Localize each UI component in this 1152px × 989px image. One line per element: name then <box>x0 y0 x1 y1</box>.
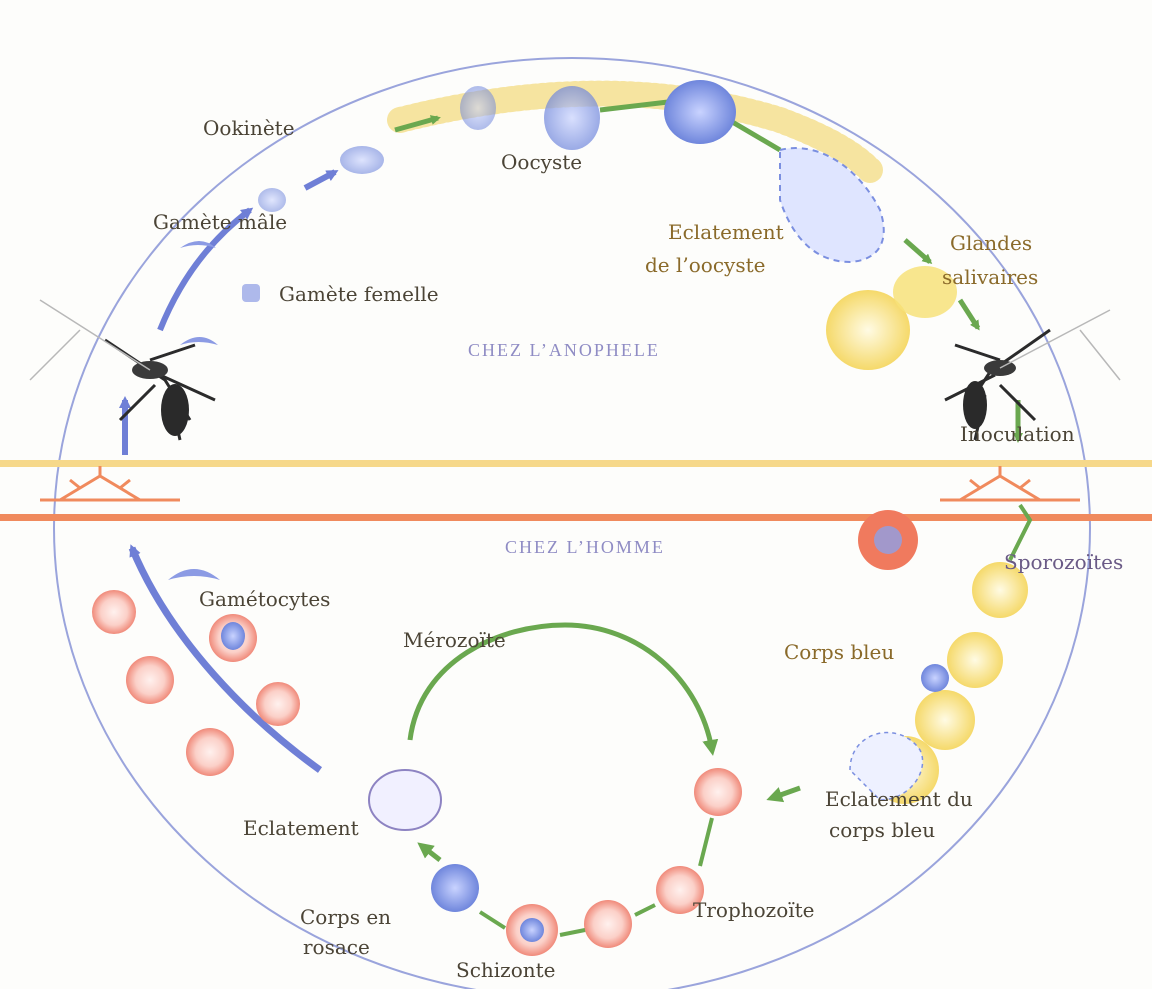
oocyst-large <box>664 80 736 144</box>
label-corps-rosace-1: Corps en <box>300 905 391 929</box>
label-gametocytes: Gamétocytes <box>199 587 330 611</box>
label-glandes-1: Glandes <box>950 231 1032 255</box>
gametocyte-blue <box>221 622 245 650</box>
label-inoculation: Inoculation <box>960 422 1075 446</box>
label-gamete-male: Gamète mâle <box>153 210 287 234</box>
gamete-crescent-2 <box>180 337 218 345</box>
corps-bleu-cell <box>921 664 949 692</box>
rbc-rosace-cell <box>431 864 479 912</box>
label-merozoite: Mérozoïte <box>403 628 506 652</box>
arrow-to-glands <box>905 240 930 262</box>
label-eclatement-oocyste-1: Eclatement <box>668 220 784 244</box>
gametocyte-rbc-1 <box>92 590 136 634</box>
capillary-left <box>40 466 180 500</box>
membrane-orange-line <box>0 514 1152 521</box>
gametocyte-rbc-5 <box>186 728 234 776</box>
label-schizonte: Schizonte <box>456 958 556 982</box>
section-mosquito: CHEZ L’ANOPHELE <box>468 340 660 361</box>
eclatement-cell <box>369 770 441 830</box>
gamete-female-cell <box>242 284 260 302</box>
ookinete-cell <box>340 146 384 174</box>
schizonte-nucleus <box>520 918 544 942</box>
label-eclatement-corps-bleu-1: Eclatement du <box>825 787 973 811</box>
gametocyte-crescent <box>168 569 220 580</box>
arrow-burst-to-rbc <box>772 788 800 798</box>
label-eclatement-corps-bleu-2: corps bleu <box>829 818 935 842</box>
zygote-cell <box>460 86 496 130</box>
liver-cell-3 <box>915 690 975 750</box>
section-human: CHEZ L’HOMME <box>505 537 665 558</box>
mosquito-left-icon <box>30 300 215 440</box>
label-ookinete: Ookinète <box>203 116 295 140</box>
label-glandes-2: salivaires <box>942 265 1038 289</box>
label-oocyste: Oocyste <box>501 150 582 174</box>
label-gamete-femelle: Gamète femelle <box>279 282 439 306</box>
rbc-ring-cell <box>694 768 742 816</box>
rosace-to-eclatement-arrow <box>422 846 440 860</box>
cycle-circle <box>54 58 1090 989</box>
oocyst-small <box>544 86 600 150</box>
gametocyte-rbc-4 <box>256 682 300 726</box>
rbc-trophozoite-2-cell <box>584 900 632 948</box>
label-eclatement: Eclatement <box>243 816 359 840</box>
label-eclatement-oocyste-2: de l’oocyste <box>645 253 765 277</box>
capillary-right <box>940 466 1080 500</box>
gamete-male-cell <box>258 188 286 212</box>
ring-to-troph-arrow <box>700 818 712 866</box>
label-corps-bleu: Corps bleu <box>784 640 894 664</box>
label-trophozoite: Trophozoïte <box>693 898 815 922</box>
label-corps-rosace-2: rosace <box>303 935 370 959</box>
gametocyte-rbc-3 <box>126 656 174 704</box>
liver-cell-2 <box>947 632 1003 688</box>
mosquito-right-icon <box>945 310 1120 440</box>
label-sporozoites: Sporozoïtes <box>1004 550 1123 574</box>
arrow-to-inoculation <box>960 300 978 328</box>
arrow-to-ookinete <box>305 172 335 188</box>
membrane-yellow-line <box>0 460 1152 467</box>
sporozoite-entry-nucleus <box>874 526 902 554</box>
